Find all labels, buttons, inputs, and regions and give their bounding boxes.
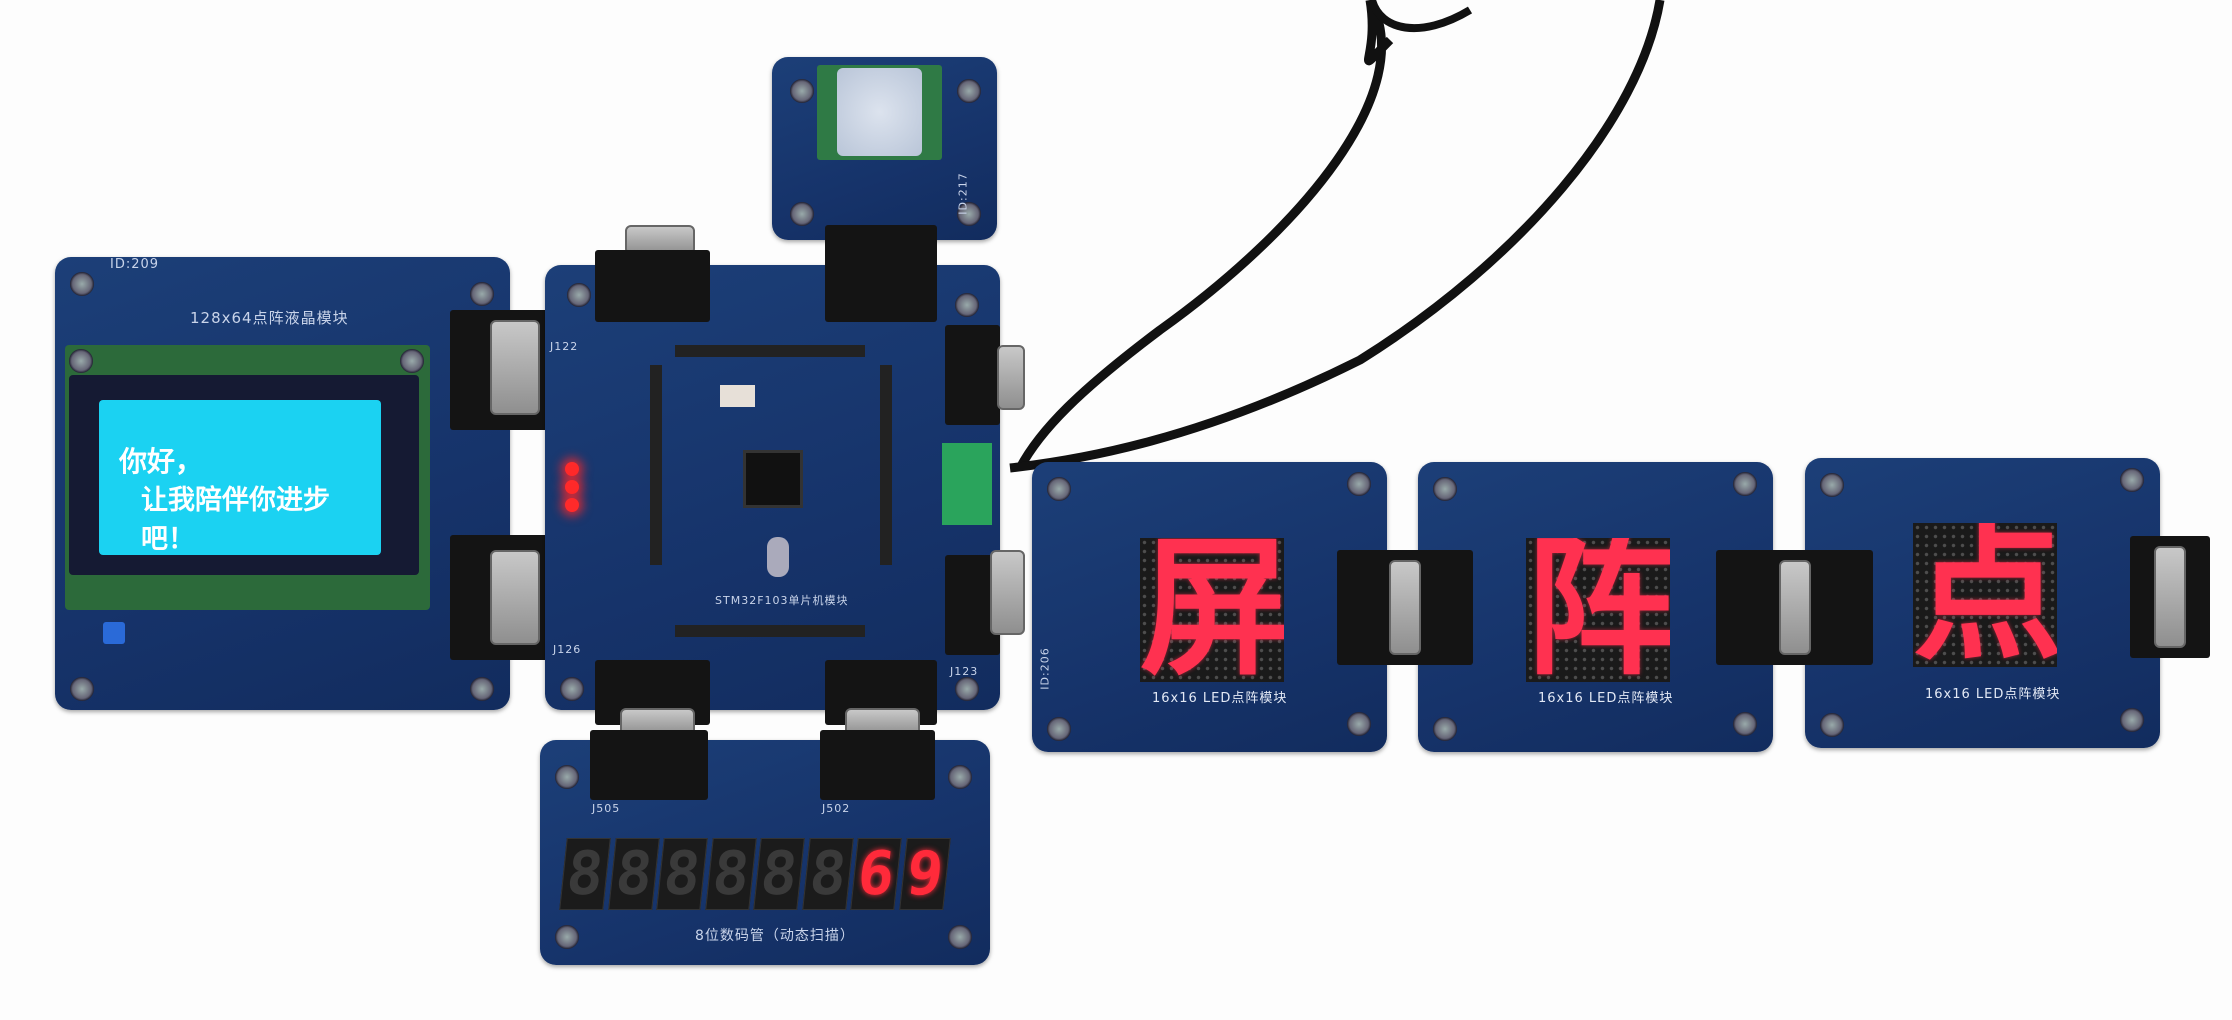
lcd-module-title: 128x64点阵液晶模块 [190,309,349,327]
connector-label-j505: J505 [592,802,621,815]
potentiometer[interactable] [103,622,125,644]
pin-header-right [880,365,892,565]
db9-connector [2130,536,2210,658]
screw-icon [957,79,981,103]
screw-icon [1733,472,1757,496]
lcd-bezel: 你好， 让我陪伴你进步吧！ [69,375,419,575]
lcd-panel: 你好， 让我陪伴你进步吧！ [65,345,430,610]
lcd-module-board: ID:209 128x64点阵液晶模块 你好， 让我陪伴你进步吧！ [55,257,510,710]
screw-icon [1433,477,1457,501]
screw-icon [70,677,94,701]
matrix-character: 点 [1913,523,2057,667]
lcd-text-line-1: 你好， [119,445,204,478]
screw-icon [1047,477,1071,501]
db9-connector [1716,550,1873,665]
led-dot-matrix: 阵 [1526,538,1670,682]
screw-icon [555,925,579,949]
screw-icon [555,765,579,789]
seven-segment-title: 8位数码管（动态扫描） [695,928,855,944]
db9-connector [1337,550,1473,665]
db9-plug-right-top [997,345,1025,410]
seven-segment-digit: 8 [559,838,611,910]
pir-module-board: ID:217 [772,57,997,240]
screw-icon [2120,468,2144,492]
lcd-screen: 你好， 让我陪伴你进步吧！ [99,400,381,555]
seven-segment-digit: 8 [607,838,660,910]
screw-icon [790,79,814,103]
led-matrix-module-board: 阵 16x16 LED点阵模块 [1418,462,1773,752]
connector-label-j123: J123 [950,665,979,678]
seven-segment-digit: 8 [656,838,708,910]
screw-icon [948,765,972,789]
screw-icon [790,202,814,226]
matrix-character: 屏 [1140,538,1284,682]
screw-icon [470,282,494,306]
pin-header-top [675,345,865,357]
screw-icon [69,349,93,373]
screw-icon [470,677,494,701]
screw-icon [1347,712,1371,736]
screw-icon [567,283,591,307]
screw-icon [955,677,979,701]
screw-icon [70,272,94,296]
power-led [565,462,579,476]
led-dot-matrix: 屏 [1140,538,1284,682]
terminal-block [942,443,992,525]
power-led [565,480,579,494]
db9-plug-right-bottom [990,550,1025,635]
seven-segment-digit: 9 [898,838,951,910]
connector-label-j126: J126 [553,643,582,656]
screw-icon [1733,712,1757,736]
seven-segment-digit: 8 [801,838,854,910]
mcu-board-title: STM32F103单片机模块 [715,594,849,607]
screw-icon [1820,473,1844,497]
screw-icon [957,202,981,226]
mcu-board: STM32F103单片机模块 J122 J126 J123 [545,250,1000,725]
pir-lens [837,68,922,156]
screw-icon [400,349,424,373]
lcd-text-line-2: 让我陪伴你进步吧！ [141,485,330,555]
white-jst-connector [720,385,755,407]
screw-icon [1347,472,1371,496]
crystal [767,537,789,577]
seven-segment-digit: 8 [704,838,757,910]
screw-icon [2120,708,2144,732]
unlit-led-dots [1526,538,1670,682]
pir-sensor-pcb [817,65,942,160]
unlit-led-dots [1913,523,2057,667]
screw-icon [955,293,979,317]
mcu-chip [743,450,803,508]
led-module-title: 16x16 LED点阵模块 [1152,691,1288,706]
screw-icon [1433,717,1457,741]
lcd-id-label: ID:209 [110,257,160,272]
seven-segment-digit: 6 [850,838,902,910]
connector-label-j122: J122 [550,340,579,353]
screw-icon [948,925,972,949]
led-dot-matrix: 点 [1913,523,2057,667]
screw-icon [1047,717,1071,741]
pir-id-label: ID:217 [956,172,970,215]
led-module-id: ID:206 [1038,647,1052,690]
led-matrix-module-board: 屏 16x16 LED点阵模块 ID:206 [1032,462,1387,752]
matrix-character: 阵 [1526,538,1670,682]
led-module-title: 16x16 LED点阵模块 [1538,691,1674,706]
seven-segment-digit: 8 [753,838,805,910]
pin-header-bottom [675,625,865,637]
connector-label-j502: J502 [822,802,851,815]
screw-icon [560,677,584,701]
screw-icon [1820,713,1844,737]
pin-header-left [650,365,662,565]
led-module-title: 16x16 LED点阵模块 [1925,687,2061,702]
power-led [565,498,579,512]
unlit-led-dots [1140,538,1284,682]
